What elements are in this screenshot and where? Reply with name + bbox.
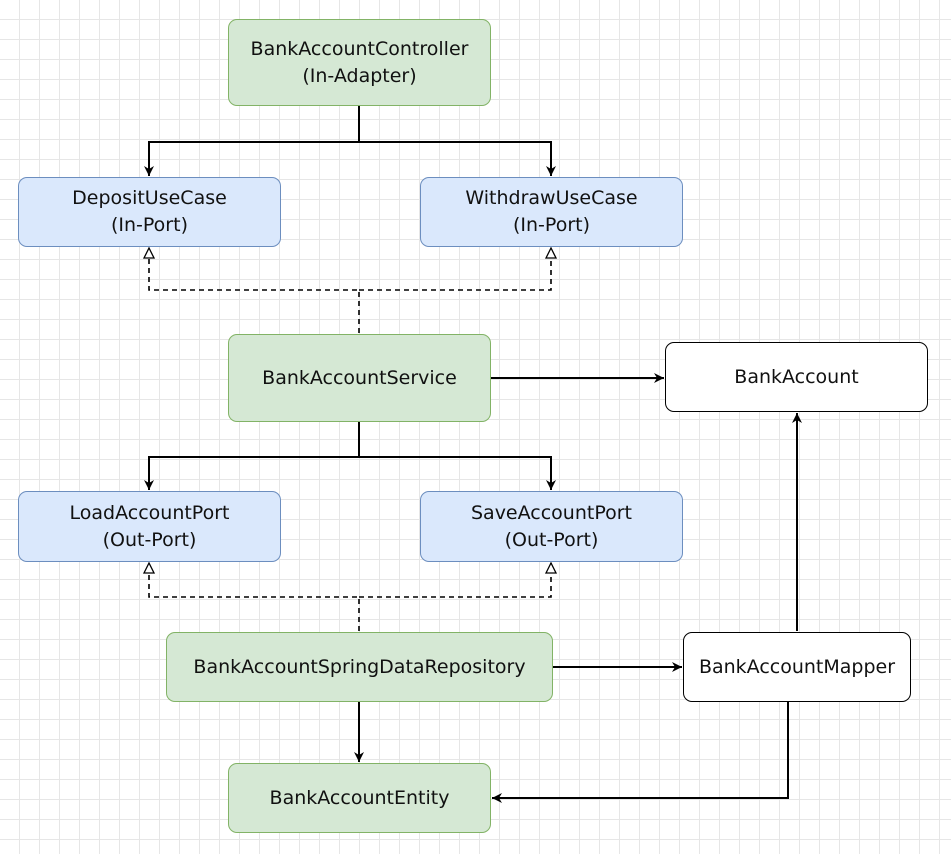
node-bank-account-controller[interactable]: BankAccountController (In-Adapter): [228, 19, 491, 106]
node-stereotype: (In-Port): [110, 214, 188, 236]
node-bank-account-spring-data-repository[interactable]: BankAccountSpringDataRepository: [166, 632, 553, 702]
node-title: SaveAccountPort: [470, 501, 633, 524]
node-save-account-port[interactable]: SaveAccountPort (Out-Port): [420, 491, 683, 562]
edge-repository-implements-load-port: [149, 563, 360, 631]
node-stereotype: (In-Port): [513, 214, 590, 236]
node-bank-account-entity[interactable]: BankAccountEntity: [228, 763, 491, 833]
node-title: WithdrawUseCase: [465, 187, 638, 209]
edge-controller-to-deposit: [144, 106, 360, 176]
node-title: BankAccountSpringDataRepository: [193, 655, 526, 678]
node-stereotype: (Out-Port): [504, 528, 599, 551]
node-bank-account-service[interactable]: BankAccountService: [228, 334, 491, 422]
node-title: BankAccountEntity: [269, 786, 450, 809]
node-title: LoadAccountPort: [69, 501, 230, 524]
node-stereotype: (Out-Port): [102, 528, 197, 551]
node-title: BankAccount: [734, 365, 859, 388]
edge-service-to-load-port: [144, 422, 360, 490]
node-withdraw-use-case[interactable]: WithdrawUseCase (In-Port): [420, 177, 683, 247]
node-title: DepositUseCase: [72, 187, 227, 209]
node-title: BankAccountMapper: [698, 655, 896, 678]
node-title: BankAccountService: [262, 366, 457, 389]
node-bank-account[interactable]: BankAccount: [665, 342, 928, 412]
node-bank-account-mapper[interactable]: BankAccountMapper: [683, 632, 911, 702]
edge-service-to-save-port: [359, 456, 556, 490]
edge-controller-to-withdraw: [359, 141, 556, 176]
edge-repository-implements-save-port: [359, 563, 551, 598]
edge-service-implements-withdraw: [359, 248, 551, 291]
edge-service-implements-deposit: [149, 248, 360, 333]
node-title: BankAccountController: [250, 37, 469, 60]
node-deposit-use-case[interactable]: DepositUseCase (In-Port): [18, 177, 281, 247]
node-stereotype: (In-Adapter): [302, 64, 417, 87]
node-load-account-port[interactable]: LoadAccountPort (Out-Port): [18, 491, 281, 562]
edge-mapper-to-entity: [492, 702, 789, 803]
